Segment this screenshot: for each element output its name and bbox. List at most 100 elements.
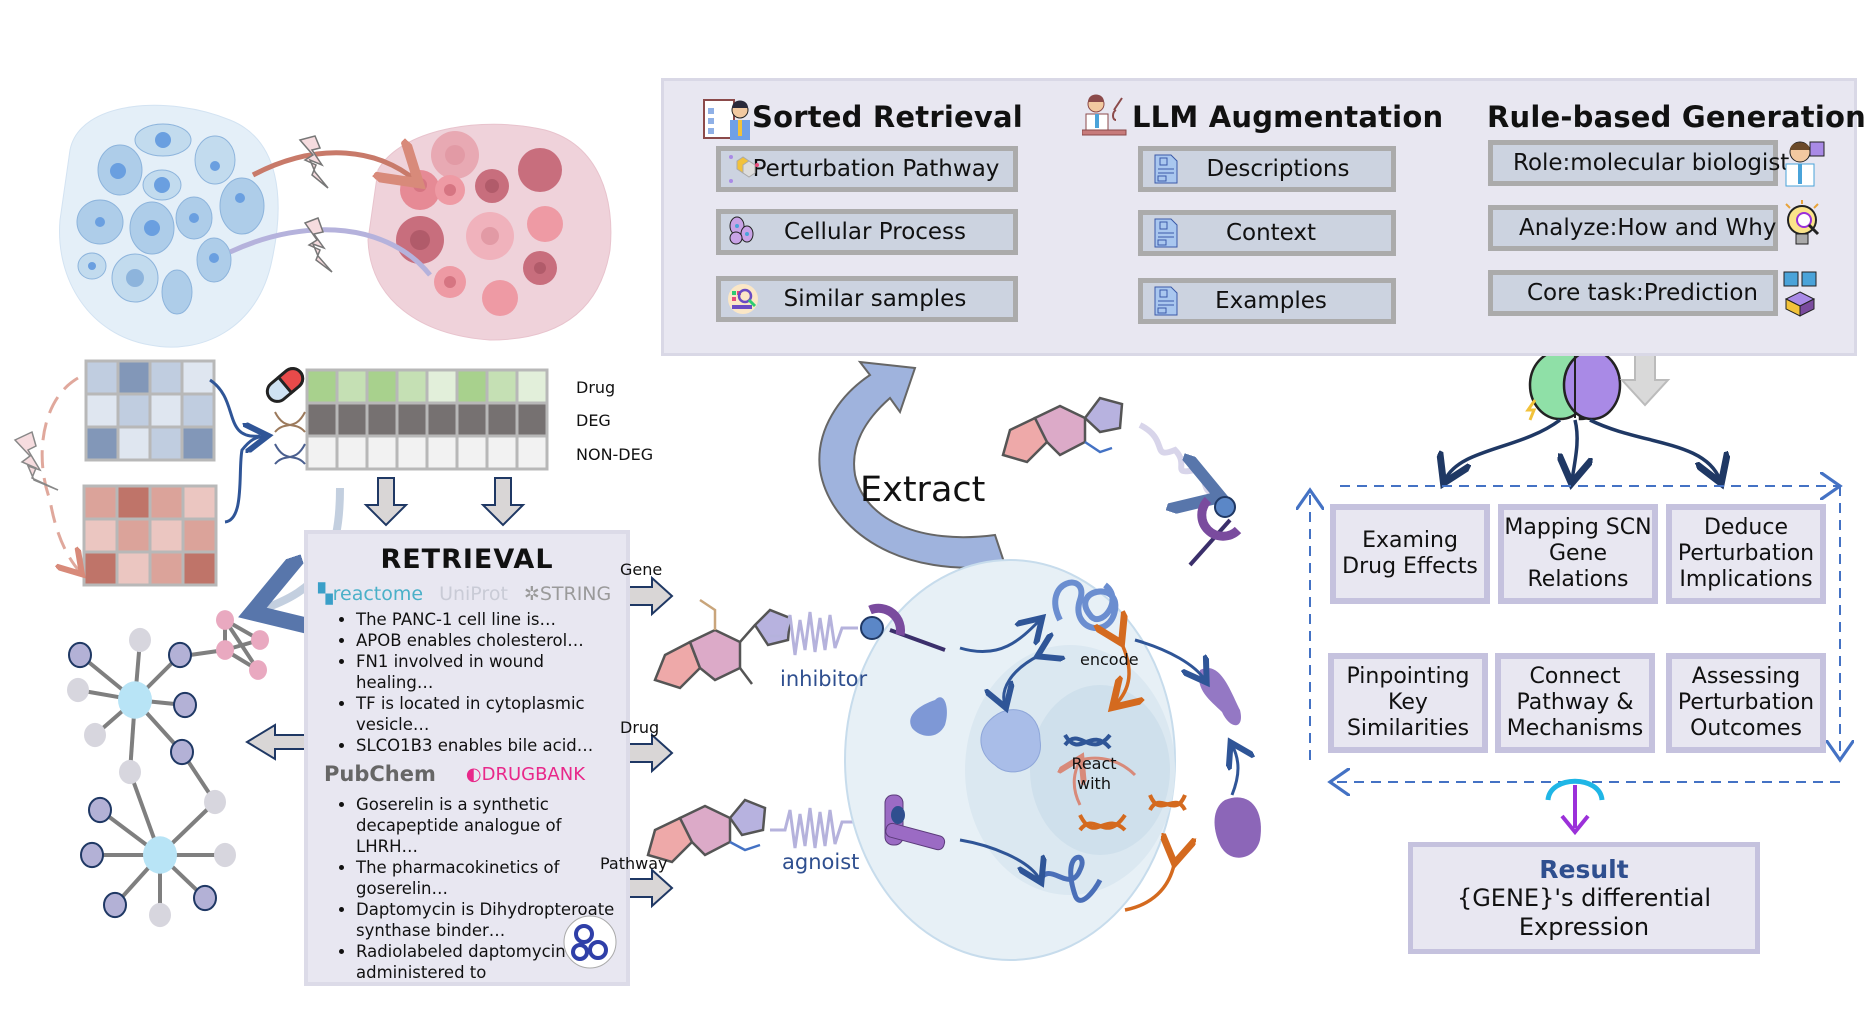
- uniprot-logo[interactable]: UniProt: [439, 583, 508, 605]
- network-leaf-node: [149, 902, 171, 928]
- matrix-cell: [84, 425, 120, 462]
- matrix-cell: [116, 359, 152, 396]
- arrow-rna-protein: [1004, 655, 1040, 705]
- receptor-inhibitor: [860, 603, 946, 652]
- rule-based-generation-title: Rule-based Generation: [1487, 100, 1866, 134]
- prediction-cubes-icon: [1783, 271, 1817, 317]
- task-connect-pathway-mechanisms[interactable]: Connect Pathway & Mechanisms: [1495, 653, 1655, 753]
- non-deg-cell: [365, 434, 399, 471]
- result-text: {GENE}'s differential Expression: [1456, 884, 1712, 941]
- non-deg-cell: [425, 434, 459, 471]
- task-deduce-perturbation-implications[interactable]: Deduce Perturbation Implications: [1666, 504, 1826, 604]
- pathway-hexagon-icon: [729, 155, 759, 183]
- network-leaf-node: [170, 738, 194, 766]
- gene-fact-item: SLCO1B3 enables bile acid…: [356, 735, 626, 756]
- non-deg-cell: [335, 434, 369, 471]
- descriptions-pill[interactable]: Descriptions: [1138, 146, 1396, 192]
- drug-facts-list: Goserelin is a synthetic decapeptide ana…: [308, 794, 626, 983]
- document-icon: [1154, 154, 1178, 184]
- dna-helix-2: [1078, 813, 1127, 832]
- matrix-cell: [82, 550, 119, 587]
- deg-cell: [305, 401, 339, 438]
- non-deg-cell: [305, 434, 339, 471]
- heatmap-label-drug: Drug: [576, 378, 616, 397]
- retrieval-panel: RETRIEVAL ▚reactome UniProt ✲STRING The …: [304, 530, 630, 986]
- drug-cell: [395, 368, 429, 405]
- signal-wave-inhibitor: [770, 611, 858, 656]
- network-leaf-node: [119, 759, 141, 785]
- gene-arrow-label: Gene: [620, 560, 663, 579]
- arrow-encode: [1115, 640, 1129, 705]
- role-pill[interactable]: Role:molecular biologist: [1488, 140, 1789, 186]
- deg-cell: [335, 401, 369, 438]
- signal-wave-agonist: [770, 807, 880, 849]
- network-leaf-node: [214, 842, 236, 868]
- drug-deg-heatmap: [305, 368, 549, 471]
- network-pink-node: [216, 640, 234, 660]
- network-leaf-node: [193, 884, 217, 912]
- molecule-icon-3: [1001, 396, 1124, 464]
- reactome-logo[interactable]: ▚reactome: [318, 583, 424, 605]
- protein-purple-1: [1199, 668, 1241, 726]
- string-logo[interactable]: ✲STRING: [523, 583, 612, 605]
- context-pill[interactable]: Context: [1138, 210, 1396, 256]
- context-label: Context: [1225, 220, 1317, 246]
- drug-cell: [455, 368, 489, 405]
- brain-branch-right: [1589, 418, 1720, 480]
- gene-fact-item: TF is located in cytoplasmic vesicle…: [356, 693, 626, 735]
- lightning-icon-1: [298, 135, 329, 189]
- drugbank-logo[interactable]: ◐DRUGBANK: [465, 763, 586, 785]
- healthy-cells-illustration: [59, 104, 279, 348]
- task-assessing-perturbation-outcomes[interactable]: Assessing Perturbation Outcomes: [1666, 653, 1826, 753]
- receptor-top: [1188, 496, 1242, 567]
- matrix-cell: [148, 484, 185, 521]
- dna-icon-blue: [274, 443, 306, 465]
- cellular-process-label: Cellular Process: [783, 219, 967, 245]
- reactome-icon: ▚: [318, 583, 333, 605]
- network-leaf-node: [84, 722, 106, 748]
- receptor-agonist: [884, 794, 946, 851]
- network-leaf-node: [80, 841, 104, 869]
- perturbation-pathway-pill[interactable]: Perturbation Pathway: [716, 146, 1018, 192]
- extract-arc-arrow: [818, 360, 1007, 569]
- non-deg-cell: [485, 434, 519, 471]
- matrix-cell: [84, 392, 120, 429]
- drug-arrow-label: Drug: [620, 718, 660, 737]
- task-mapping-scn-gene-relations[interactable]: Mapping SCN Gene Relations: [1498, 504, 1658, 604]
- treated-expression-matrix: [82, 484, 218, 587]
- core-task-pill[interactable]: Core task:Prediction: [1488, 270, 1778, 316]
- result-title: Result: [1539, 855, 1629, 884]
- matrix-cell: [115, 484, 152, 521]
- matrix-cell: [148, 359, 184, 396]
- drug-cell: [515, 368, 549, 405]
- molecule-icon-1: [653, 598, 792, 690]
- perturbed-cells-illustration: [367, 123, 612, 341]
- matrix-cell: [116, 392, 152, 429]
- matrix-cell: [148, 517, 185, 554]
- drug-fact-item: The pharmacokinetics of goserelin…: [356, 857, 626, 899]
- matrix-cell: [82, 484, 119, 521]
- drug-cell: [365, 368, 399, 405]
- lightning-icon-2: [303, 217, 333, 273]
- similar-samples-pill[interactable]: Similar samples: [716, 276, 1018, 322]
- pubchem-logo[interactable]: PubChem: [324, 762, 436, 786]
- network-leaf-node: [68, 641, 92, 669]
- task-examing-drug-effects[interactable]: Examing Drug Effects: [1330, 504, 1490, 604]
- arrow-to-result-head: [1560, 814, 1590, 836]
- analyze-pill[interactable]: Analyze:How and Why: [1488, 205, 1778, 251]
- task-pinpointing-key-similarities[interactable]: Pinpointing Key Similarities: [1328, 653, 1488, 753]
- gene-fact-item: APOB enables cholesterol…: [356, 630, 626, 651]
- document-icon: [1154, 286, 1178, 316]
- arrow-dna-to-rna2: [1124, 860, 1175, 912]
- brain-branch-left: [1445, 418, 1562, 480]
- collect-bracket: [1545, 778, 1605, 801]
- core-task-label: Core task:Prediction: [1527, 280, 1758, 306]
- cellular-process-pill[interactable]: Cellular Process: [716, 209, 1018, 255]
- network-leaf-node: [88, 796, 112, 824]
- string-network-icon: ✲: [523, 583, 540, 605]
- network-leaf-node: [67, 677, 89, 703]
- brain-branch-center: [1572, 419, 1577, 480]
- examples-pill[interactable]: Examples: [1138, 278, 1396, 324]
- deg-cell: [425, 401, 459, 438]
